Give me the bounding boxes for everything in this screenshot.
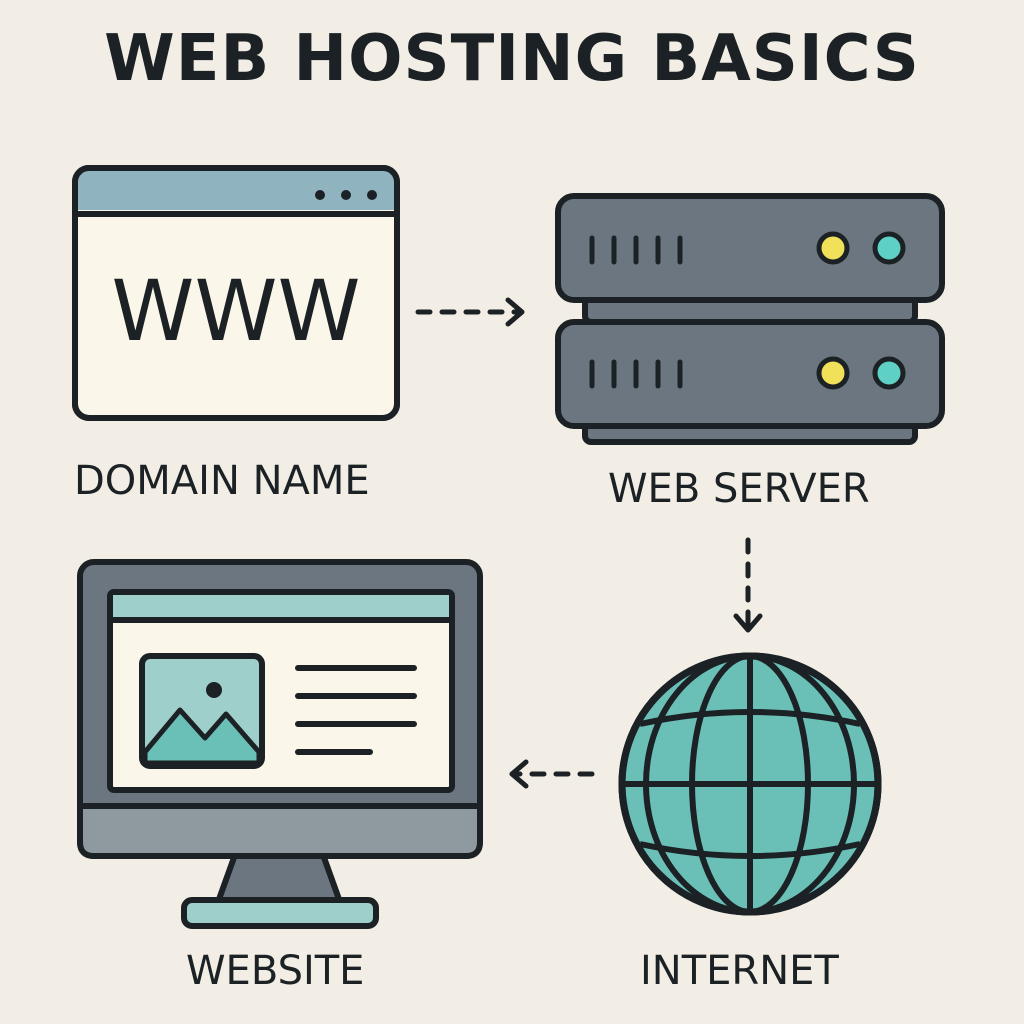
- monitor-icon: [77, 559, 483, 929]
- browser-window-icon: WWW: [72, 165, 400, 421]
- arrow-internet-to-website: [509, 759, 595, 789]
- globe-icon: [618, 652, 882, 916]
- internet-label: INTERNET: [640, 948, 839, 994]
- server-stack-icon: [555, 193, 945, 445]
- arrow-domain-to-server: [415, 297, 525, 327]
- domain-name-label: DOMAIN NAME: [74, 458, 370, 504]
- www-text: WWW: [111, 262, 360, 360]
- web-server-label: WEB SERVER: [608, 466, 870, 512]
- diagram-title: WEB HOSTING BASICS: [104, 22, 920, 96]
- arrow-server-to-internet: [733, 537, 763, 633]
- website-label: WEBSITE: [186, 948, 365, 994]
